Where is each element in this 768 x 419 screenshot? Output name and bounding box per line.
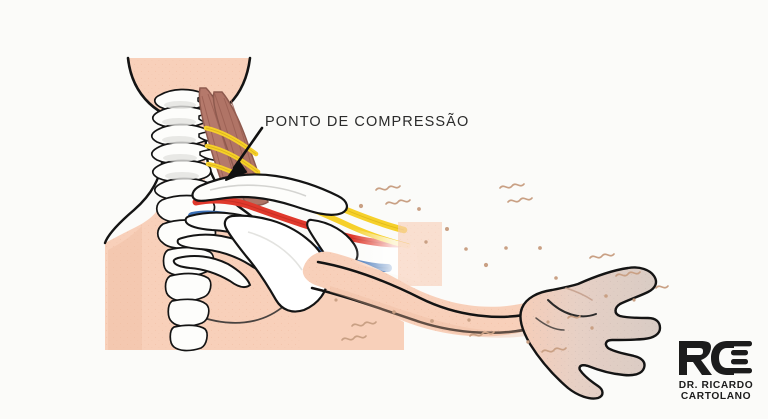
hand [519,266,662,400]
scapula [223,214,359,313]
tingling-dots [334,203,636,344]
compression-point-arrow [225,126,264,181]
logo-monogram [679,341,752,375]
clavicle [191,173,348,216]
tingling-marks [341,183,669,353]
compression-point-label: PONTO DE COMPRESSÃO [265,113,469,130]
logo-name-line2: CARTOLANO [681,391,751,402]
vessel-fade-overlay [352,222,442,286]
brand-logo[interactable]: DR. RICARDO CARTOLANO [679,341,754,402]
logo-name-line1: DR. RICARDO [679,380,754,391]
